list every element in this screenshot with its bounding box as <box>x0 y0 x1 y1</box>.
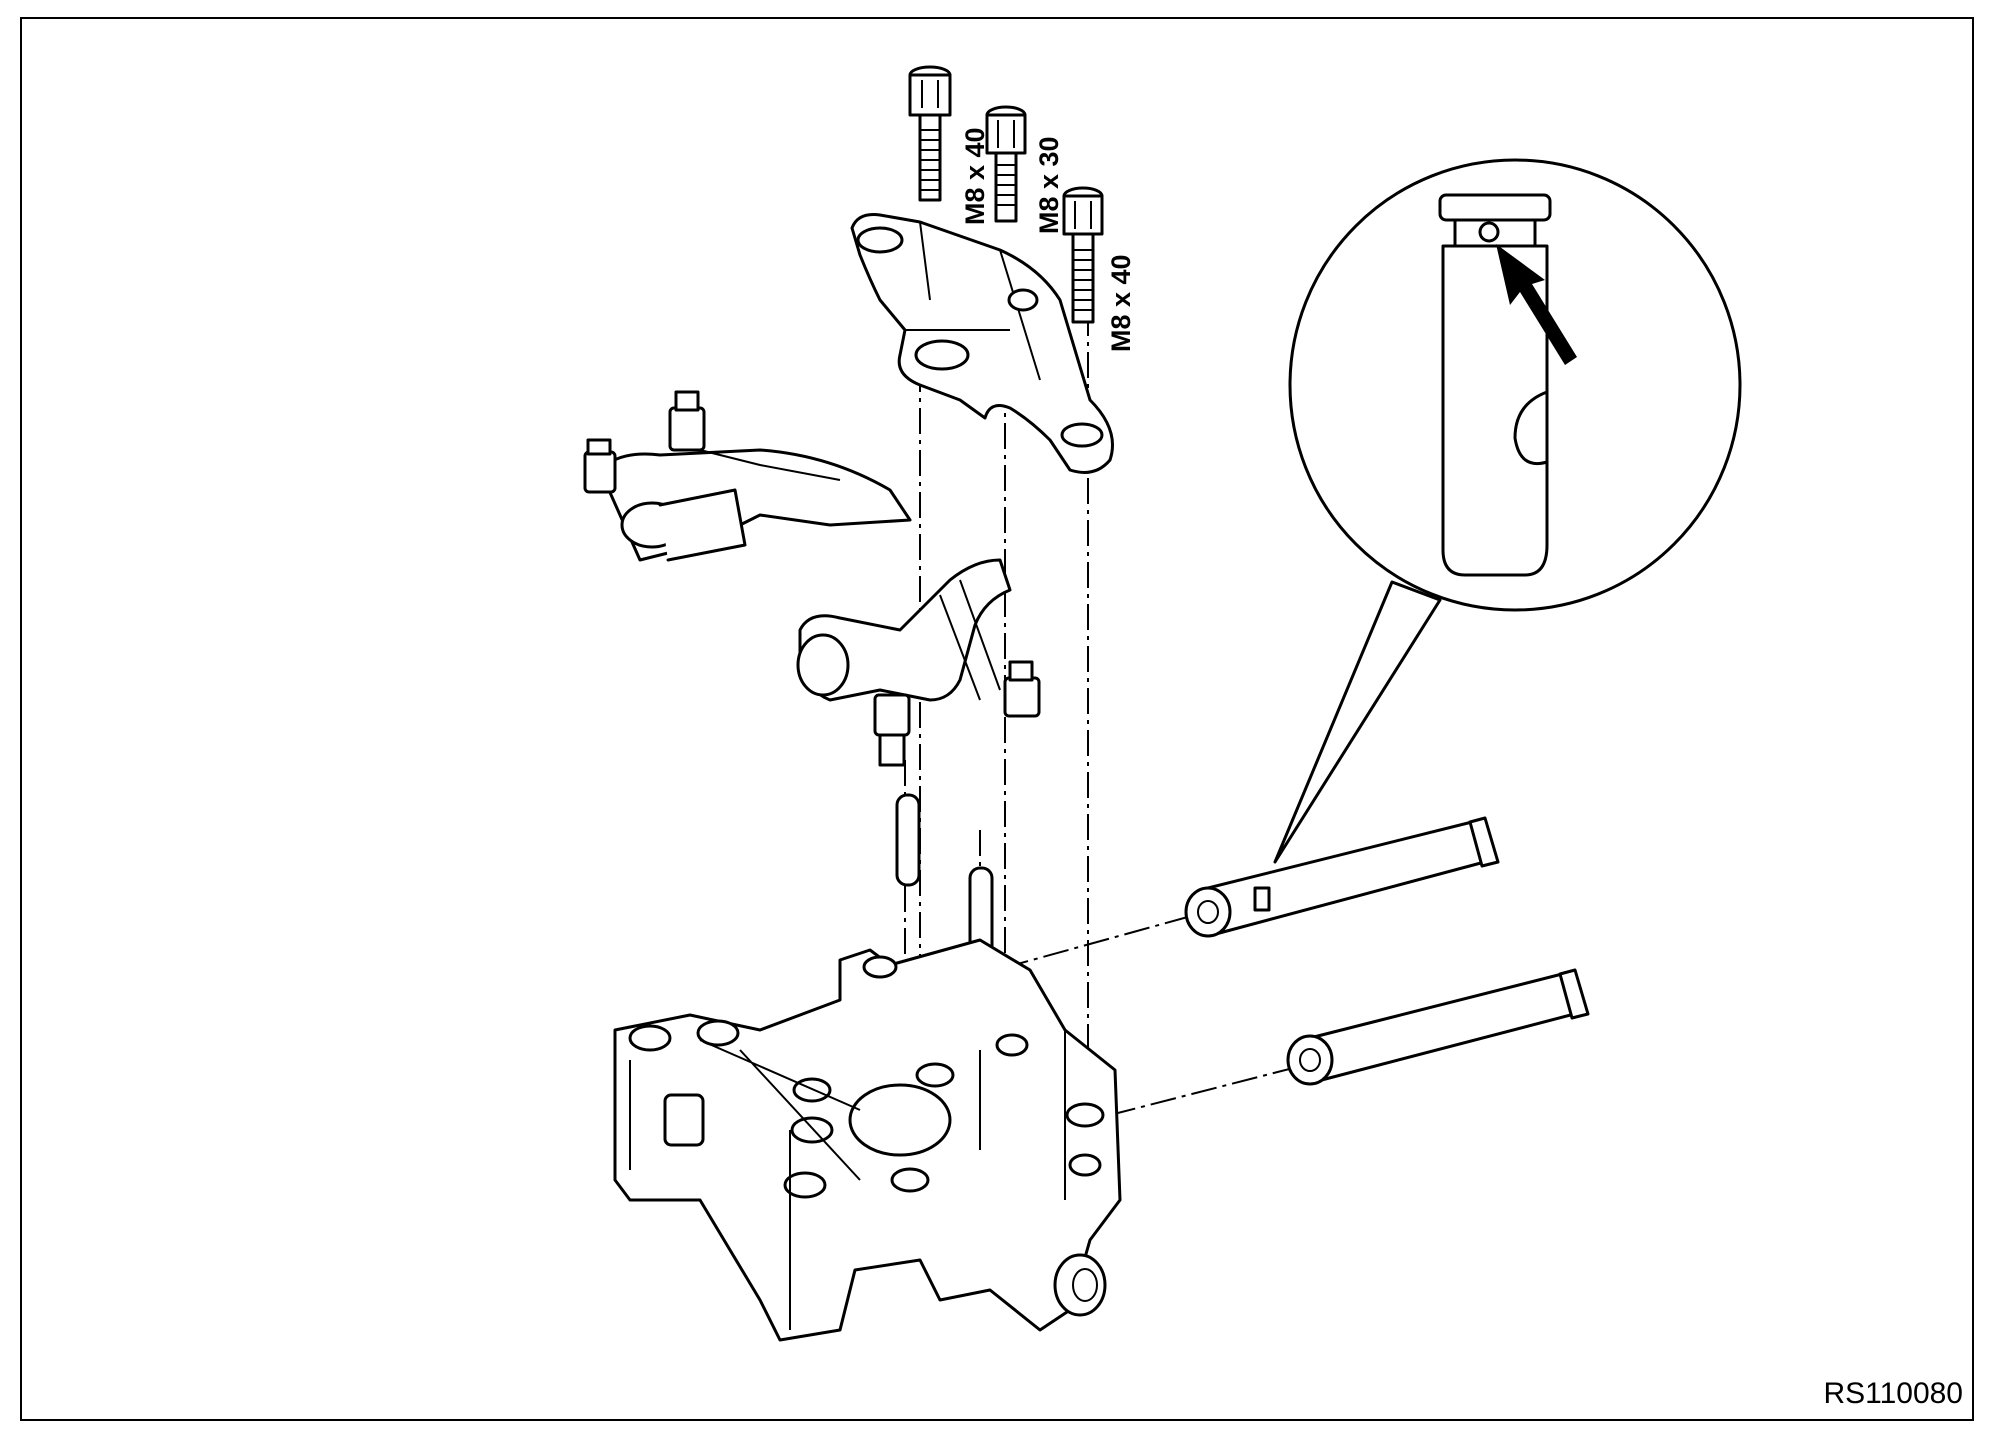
bolt-m8x40-right <box>1062 186 1104 324</box>
figure-frame <box>20 17 1974 1421</box>
bolt-label-1: M8 x 40 <box>960 127 990 225</box>
rocker-shaft-lower <box>1286 968 1590 1086</box>
figure-code: RS110080 <box>1823 1377 1963 1410</box>
shaft-detail-view <box>1438 193 1552 577</box>
bolt-m8x40-left <box>908 65 952 202</box>
bolt-label-2: M8 x 30 <box>1034 136 1064 234</box>
detail-callout <box>1273 158 1742 864</box>
rocker-carrier-housing <box>613 938 1122 1342</box>
bolt-m8x30 <box>985 105 1027 223</box>
rocker-bridge-bracket <box>850 213 1114 474</box>
arrow-icon <box>1496 244 1577 365</box>
rocker-arm-upper-left <box>583 390 912 562</box>
bolt-label-3: M8 x 40 <box>1106 254 1136 352</box>
rocker-shaft-upper <box>1184 816 1500 938</box>
dowel-pin-1 <box>895 793 921 887</box>
rocker-arm-middle <box>796 558 1041 767</box>
